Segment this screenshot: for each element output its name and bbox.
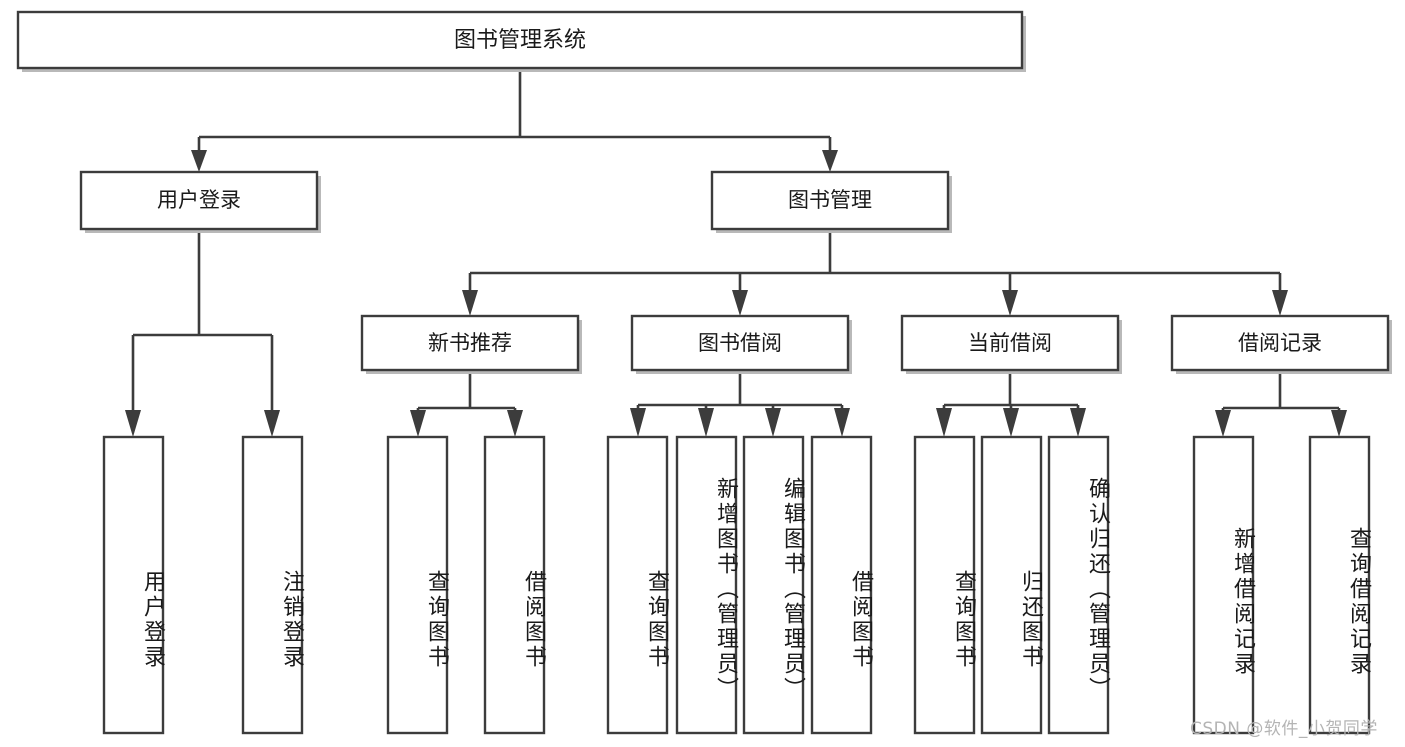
node-root-book-management-system[interactable]: 图书管理系统	[16, 10, 1026, 72]
arrow-to-records	[1272, 290, 1288, 316]
node-borrowing-records[interactable]: 借阅记录	[1170, 314, 1392, 374]
node-current-borrowing[interactable]: 当前借阅	[900, 314, 1122, 374]
current-borrowing-box	[900, 314, 1120, 372]
user-login-box	[79, 170, 319, 231]
arrow-records-leaf1	[1215, 410, 1231, 437]
arrow-current-leaf1	[936, 408, 952, 437]
leaf-box-borrowing-4[interactable]	[810, 435, 873, 735]
connectors-layer	[125, 68, 1347, 437]
book-management-box	[710, 170, 950, 231]
book-borrowing-box	[630, 314, 850, 372]
leaf-box-new-book-1[interactable]	[386, 435, 449, 735]
arrow-current-leaf2	[1003, 408, 1019, 437]
arrow-current-leaf3	[1070, 408, 1086, 437]
arrow-borrow-leaf1	[630, 408, 646, 437]
leaf-boxes-layer	[102, 435, 1371, 735]
leaf-box-borrowing-2[interactable]	[675, 435, 738, 735]
book-management-label: 图书管理	[788, 188, 872, 212]
arrow-user-login-leaf2	[264, 410, 280, 437]
root-box	[16, 10, 1024, 70]
leaf-box-user-login-1[interactable]	[102, 435, 165, 735]
borrowing-records-label: 借阅记录	[1238, 331, 1322, 355]
new-book-label: 新书推荐	[428, 331, 512, 355]
node-book-management[interactable]: 图书管理	[710, 170, 952, 233]
arrow-to-book-mgmt	[822, 150, 838, 172]
arrow-to-borrow	[732, 290, 748, 316]
arrow-user-login-leaf1	[125, 410, 141, 437]
node-user-login[interactable]: 用户登录	[79, 170, 321, 233]
borrowing-records-box	[1170, 314, 1390, 372]
leaf-box-user-login-2[interactable]	[241, 435, 304, 735]
node-book-borrowing[interactable]: 图书借阅	[630, 314, 852, 374]
arrow-to-newbook	[462, 290, 478, 316]
leaf-box-current-3[interactable]	[1047, 435, 1110, 735]
new-book-box	[360, 314, 580, 372]
root-label: 图书管理系统	[454, 28, 586, 53]
leaf-box-borrowing-3[interactable]	[742, 435, 805, 735]
leaf-box-current-1[interactable]	[913, 435, 976, 735]
leaf-box-new-book-2[interactable]	[483, 435, 546, 735]
arrow-records-leaf2	[1331, 410, 1347, 437]
arrow-newbook-leaf1	[410, 410, 426, 437]
leaf-box-records-1[interactable]	[1192, 435, 1255, 735]
arrow-borrow-leaf3	[765, 408, 781, 437]
leaf-box-records-2[interactable]	[1308, 435, 1371, 735]
leaf-box-current-2[interactable]	[980, 435, 1043, 735]
leaf-box-borrowing-1[interactable]	[606, 435, 669, 735]
csdn-watermark: CSDN @软件_小贺同学	[1190, 719, 1378, 739]
arrow-borrow-leaf4	[834, 408, 850, 437]
node-new-book-recommendation[interactable]: 新书推荐	[360, 314, 582, 374]
arrow-to-user-login	[191, 150, 207, 172]
user-login-label: 用户登录	[157, 188, 241, 212]
arrow-to-current	[1002, 290, 1018, 316]
book-borrowing-label: 图书借阅	[698, 331, 782, 355]
arrow-newbook-leaf2	[507, 410, 523, 437]
arrow-borrow-leaf2	[698, 408, 714, 437]
current-borrowing-label: 当前借阅	[968, 331, 1052, 355]
